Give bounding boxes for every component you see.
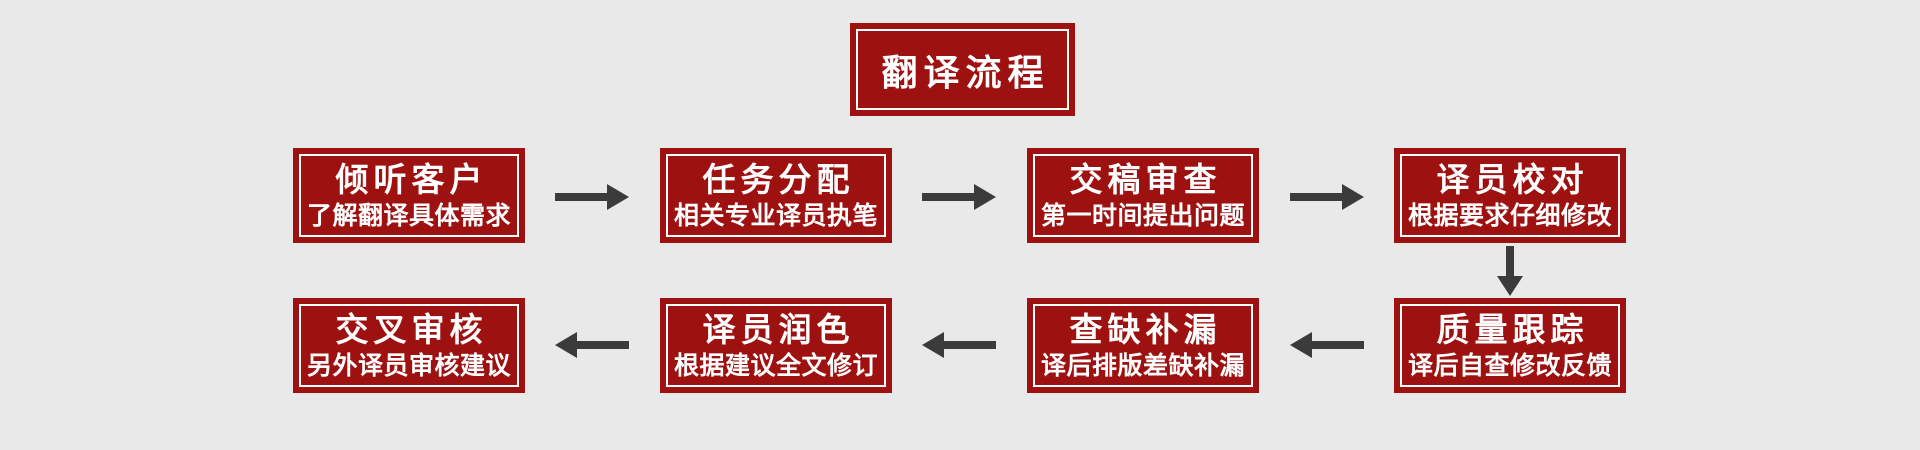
step-heading: 译员校对 <box>1436 160 1589 198</box>
arrow-head <box>922 332 944 358</box>
step-task-assignment: 任务分配 相关专业译员执笔 <box>660 148 892 243</box>
step-heading: 质量跟踪 <box>1436 310 1589 348</box>
arrow-shaft <box>1312 341 1364 349</box>
arrow-shaft <box>1506 246 1514 276</box>
step-subtitle: 了解翻译具体需求 <box>306 201 511 230</box>
arrow-head <box>555 332 577 358</box>
step-cross-review: 交叉审核 另外译员审核建议 <box>293 298 525 393</box>
arrow-right-icon <box>555 184 629 210</box>
arrow-left-icon <box>1290 332 1364 358</box>
step-quality-tracking: 质量跟踪 译后自查修改反馈 <box>1394 298 1626 393</box>
arrow-shaft <box>922 193 974 201</box>
step-heading: 交稿审查 <box>1069 160 1222 198</box>
arrow-shaft <box>555 193 607 201</box>
step-gap-filling: 查缺补漏 译后排版差缺补漏 <box>1027 298 1259 393</box>
step-listen-to-client: 倾听客户 了解翻译具体需求 <box>293 148 525 243</box>
step-heading: 任务分配 <box>702 160 855 198</box>
arrow-shaft <box>944 341 996 349</box>
arrow-head <box>607 184 629 210</box>
arrow-right-icon <box>1290 184 1364 210</box>
arrow-head <box>974 184 996 210</box>
arrow-shaft <box>577 341 629 349</box>
arrow-down-icon <box>1497 246 1523 296</box>
step-subtitle: 译后排版差缺补漏 <box>1040 351 1245 380</box>
arrow-right-icon <box>922 184 996 210</box>
step-heading: 倾听客户 <box>335 160 488 198</box>
arrow-head <box>1342 184 1364 210</box>
step-subtitle: 另外译员审核建议 <box>306 351 511 380</box>
arrow-shaft <box>1290 193 1342 201</box>
step-subtitle: 相关专业译员执笔 <box>673 201 878 230</box>
step-subtitle: 根据建议全文修订 <box>673 351 878 380</box>
step-subtitle: 根据要求仔细修改 <box>1407 201 1612 230</box>
arrow-left-icon <box>555 332 629 358</box>
step-heading: 查缺补漏 <box>1069 310 1222 348</box>
step-heading: 译员润色 <box>702 310 855 348</box>
step-subtitle: 译后自查修改反馈 <box>1407 351 1612 380</box>
arrow-left-icon <box>922 332 996 358</box>
step-draft-review: 交稿审查 第一时间提出问题 <box>1027 148 1259 243</box>
step-heading: 交叉审核 <box>335 310 488 348</box>
step-translator-proofreading: 译员校对 根据要求仔细修改 <box>1394 148 1626 243</box>
step-subtitle: 第一时间提出问题 <box>1040 201 1245 230</box>
arrow-head <box>1497 276 1523 296</box>
flowchart-title-box: 翻译流程 <box>850 23 1075 116</box>
step-translator-polishing: 译员润色 根据建议全文修订 <box>660 298 892 393</box>
arrow-head <box>1290 332 1312 358</box>
page-title: 翻译流程 <box>881 51 1050 93</box>
